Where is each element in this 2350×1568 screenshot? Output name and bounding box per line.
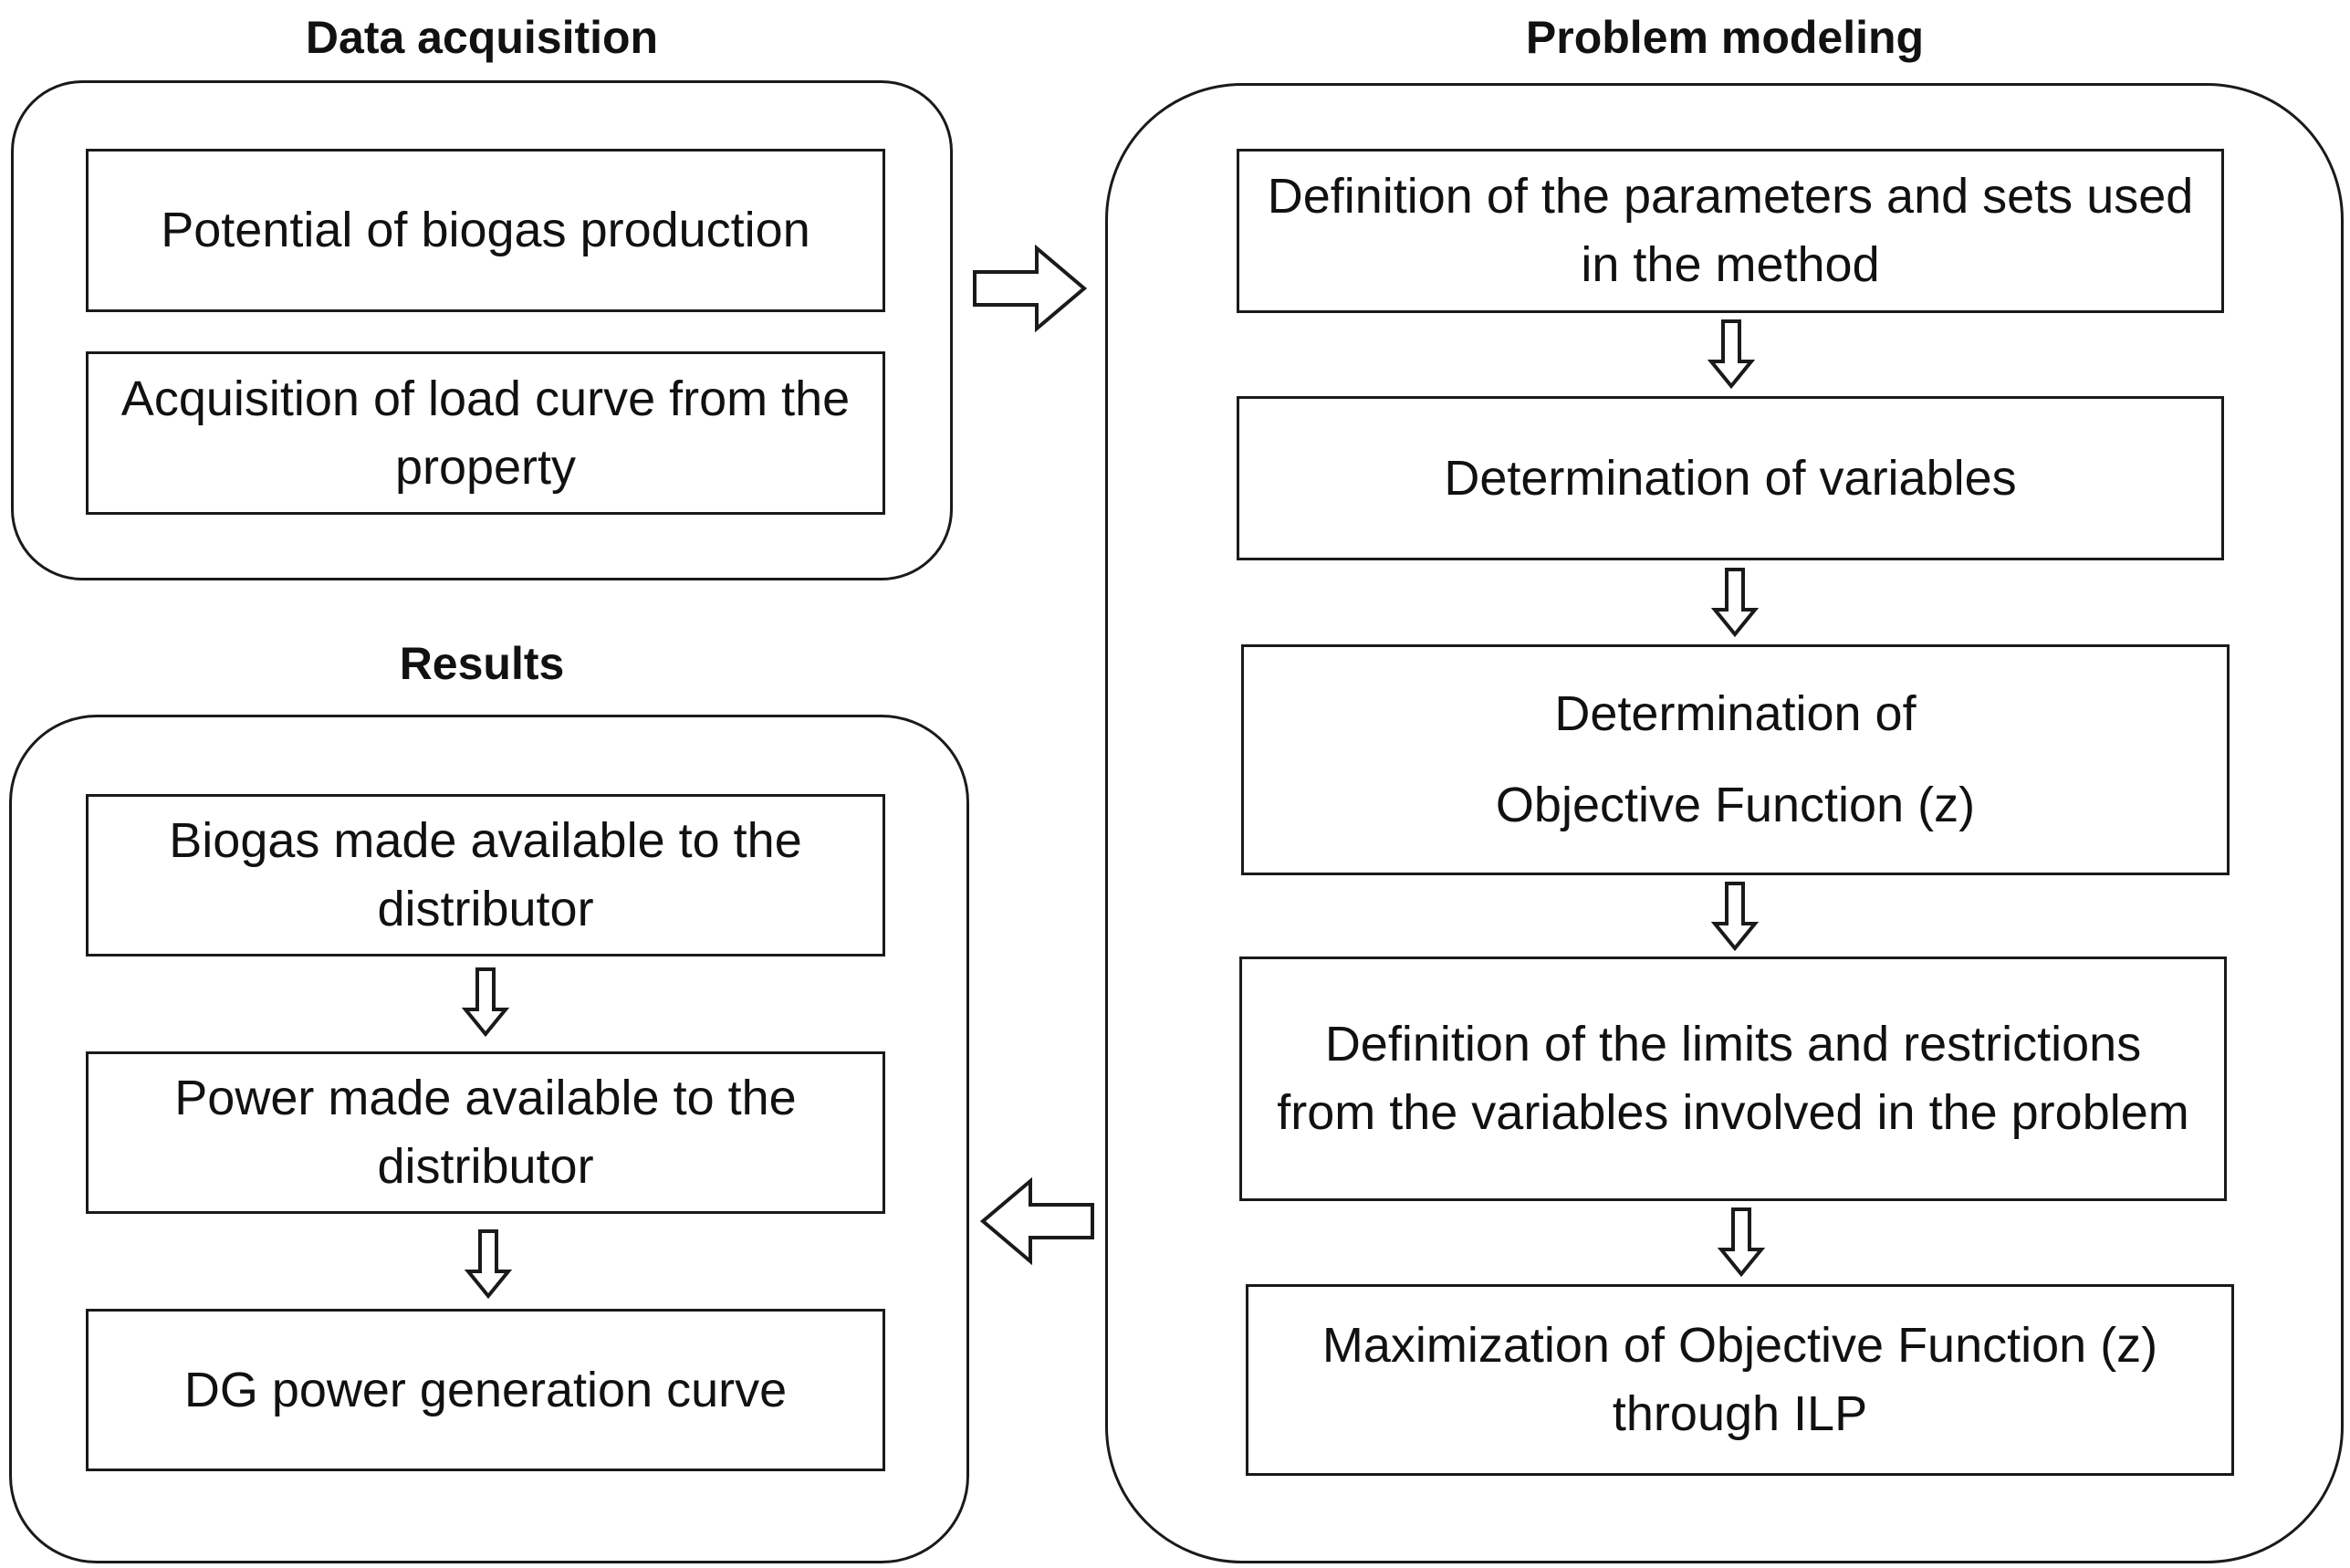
arrow-down-icon [1710,882,1760,952]
parameters-sets-step: Definition of the parameters and sets us… [1237,149,2224,313]
data-acquisition-title: Data acquisition [305,12,659,63]
biogas-to-distributor-step: Biogas made available to the distributor [86,794,885,956]
dg-generation-curve-step: DG power generation curve [86,1309,885,1471]
arrow-right-icon [973,244,1088,333]
problem-modeling-title: Problem modeling [1525,12,1925,63]
arrow-down-icon [1707,319,1756,390]
maximization-step: Maximization of Objective Function (z) t… [1246,1284,2234,1476]
arrow-down-icon [461,967,510,1038]
arrow-left-icon [979,1176,1094,1266]
results-title: Results [399,638,565,689]
biogas-potential-step: Potential of biogas production [86,149,885,312]
arrow-down-icon [464,1229,513,1300]
limits-restrictions-step: Definition of the limits and restriction… [1239,956,2227,1201]
objective-function-step: Determination of Objective Function (z) [1241,644,2230,875]
arrow-down-icon [1717,1207,1766,1278]
arrow-down-icon [1710,568,1760,638]
power-to-distributor-step: Power made available to the distributor [86,1051,885,1214]
load-curve-step: Acquisition of load curve from the prope… [86,351,885,515]
variables-step: Determination of variables [1237,396,2224,560]
